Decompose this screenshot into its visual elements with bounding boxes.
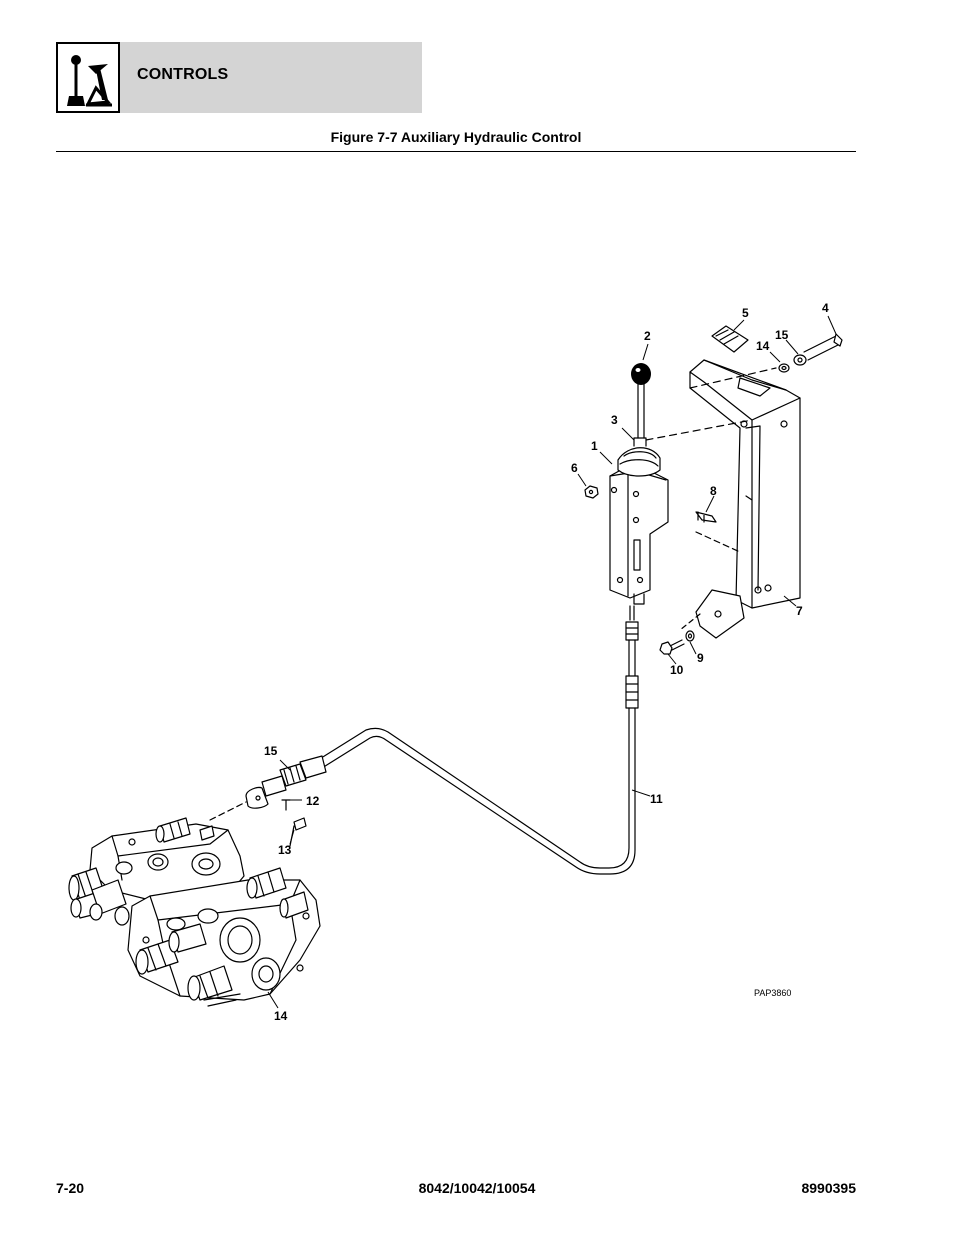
mounting-bracket [689,359,801,609]
callout-8: 8 [710,484,717,498]
manual-part-number: 8990395 [801,1180,856,1196]
callout-10: 10 [670,663,684,677]
lever [637,381,645,439]
section-logo [56,42,120,113]
hydraulic-valve-bank [68,817,321,1007]
knob [631,363,651,385]
callout-7: 7 [796,604,803,618]
callout-5: 5 [742,306,749,320]
callout-6: 6 [571,461,578,475]
callout-15-lower: 15 [264,744,278,758]
callout-4: 4 [822,301,829,315]
model-numbers: 8042/10042/10054 [418,1180,536,1196]
boot [617,447,661,477]
callout-9: 9 [697,651,704,665]
callout-2: 2 [644,329,651,343]
figure-title: Figure 7-7 Auxiliary Hydraulic Control [330,129,582,145]
callout-11: 11 [650,792,663,806]
illustration-reference-code: PAP3860 [754,988,792,998]
callout-14-lower: 14 [274,1009,288,1023]
callout-1: 1 [591,439,598,453]
section-title: CONTROLS [137,66,229,83]
callout-3: 3 [611,413,618,427]
callout-13: 13 [278,843,292,857]
pad [711,325,749,353]
page-number: 7-20 [56,1180,85,1196]
header-rule [56,151,856,152]
callout-14-upper: 14 [756,339,770,353]
control-valve [609,465,669,605]
callout-12: 12 [306,794,320,808]
joystick-icon [62,48,118,111]
callout-15-upper: 15 [775,328,789,342]
